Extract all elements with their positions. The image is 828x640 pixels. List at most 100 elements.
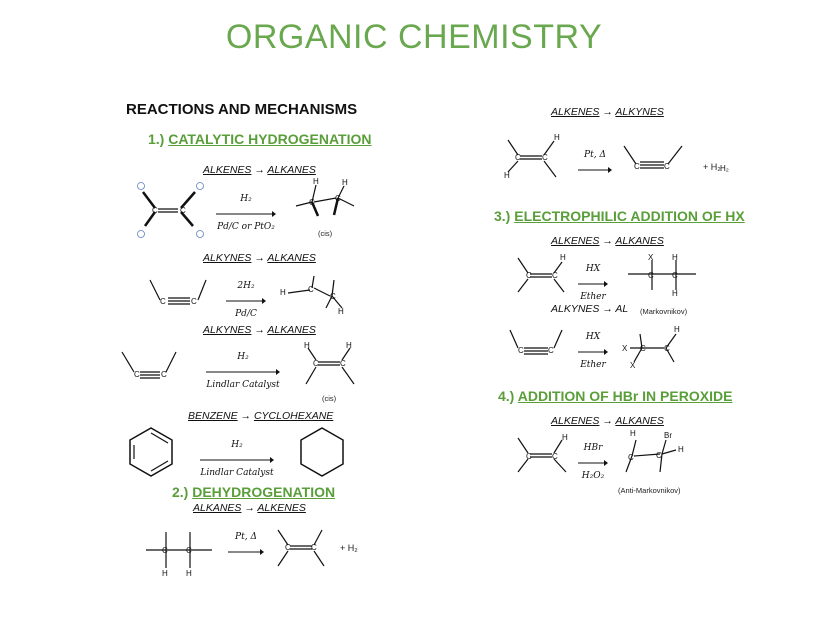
section-number: 2.) [172, 484, 189, 500]
reaction-arrow-4: H₂ Lindlar Catalyst [200, 440, 274, 478]
arrow-icon [206, 369, 280, 375]
cyclohexane-structure [300, 427, 344, 477]
atom-carbon: C [672, 271, 678, 280]
alkyne-structure [121, 351, 177, 379]
condition-top: 2H₂ [237, 281, 255, 291]
reaction-arrow-7: HX Ether [578, 264, 608, 302]
arrow-glyph: → [254, 324, 265, 336]
dihalide-structure [630, 333, 677, 363]
atom-carbon: C [515, 153, 521, 162]
arrow-icon [578, 349, 608, 355]
regio-note: (Markovnikov) [640, 307, 688, 316]
reaction-header-7: ALKENES → ALKANES [551, 235, 664, 247]
atom-hydrogen: H [562, 433, 568, 442]
regio-note: (Anti-Markovnikov) [618, 486, 681, 495]
atom-carbon: C [648, 271, 654, 280]
product-class: ALKANES [267, 324, 316, 336]
alkene-structure [305, 347, 355, 385]
section-title: ELECTROPHILIC ADDITION OF HX [514, 208, 745, 224]
reactant-class: ALKENES [551, 235, 600, 247]
reactant-class: ALKENES [551, 415, 600, 427]
atom-carbon: C [664, 162, 670, 171]
condition-top: HX [585, 264, 601, 274]
atom-carbon: C [330, 292, 336, 301]
atom-carbon: C [552, 452, 558, 461]
reaction-arrow-1: H₂ Pd/C or PtO₂ [216, 194, 276, 232]
atom-carbon: C [656, 451, 662, 460]
section-heading-3: 3.) ELECTROPHILIC ADDITION OF HX [494, 208, 745, 224]
arrow-glyph: → [602, 415, 613, 427]
atom-carbon: C [309, 198, 315, 207]
product-class: CYCLOHEXANE [253, 410, 334, 422]
section-heading-4: 4.) ADDITION OF HBr IN PEROXIDE [498, 388, 732, 404]
product-class: ALKANES [267, 252, 316, 264]
reaction-header-4: BENZENE → CYCLOHEXANE [188, 410, 333, 422]
atom-carbon: C [518, 346, 524, 355]
arrow-glyph: → [602, 106, 613, 118]
arrow-icon [216, 211, 276, 217]
arrow-glyph: → [254, 164, 265, 176]
arrow-glyph: → [244, 502, 255, 514]
section-title: DEHYDROGENATION [192, 484, 336, 500]
atom-halogen: X [622, 344, 628, 353]
alkane-structure [295, 184, 355, 217]
atom-carbon: C [134, 370, 140, 379]
atom-hydrogen: H [560, 253, 566, 262]
atom-hydrogen: H [504, 171, 510, 180]
atom-carbon: C [308, 285, 314, 294]
reaction-arrow-2: 2H₂ Pd/C [226, 281, 266, 319]
condition-bottom: Lindlar Catalyst [206, 380, 280, 390]
reaction-arrow-6: Pt, Δ [578, 150, 612, 178]
atom-carbon: C [526, 271, 532, 280]
condition-top: HBr [583, 443, 603, 453]
atom-carbon: C [340, 359, 346, 368]
atom-carbon: C [335, 194, 341, 203]
atom-carbon: C [313, 359, 319, 368]
section-number: 1.) [148, 131, 165, 147]
alkyne-structure [623, 145, 683, 169]
condition-bottom: Ether [580, 292, 606, 302]
reaction-arrow-3: H₂ Lindlar Catalyst [206, 352, 280, 390]
reaction-header-2: ALKYNES → ALKANES [203, 252, 316, 264]
alkyne-structure [509, 329, 563, 355]
atom-hydrogen: H [678, 445, 684, 454]
atom-hydrogen: H [672, 253, 678, 262]
atom-carbon: C [640, 344, 646, 353]
page-title: ORGANIC CHEMISTRY [225, 18, 603, 56]
reaction-header-3: ALKYNES → ALKANES [203, 324, 316, 336]
arrow-icon [226, 298, 266, 304]
arrow-glyph: → [254, 252, 265, 264]
condition-bottom: Pd/C or PtO₂ [217, 222, 275, 232]
atom-bromine: Br [664, 431, 672, 440]
condition-top: Pt, Δ [235, 532, 257, 542]
alkane-structure [287, 275, 343, 309]
alkene-structure [517, 257, 565, 293]
alkene-structure [277, 529, 325, 567]
atom-hydrogen: H [186, 569, 192, 578]
section-title: ADDITION OF HBr IN PEROXIDE [517, 388, 733, 404]
reactant-class: ALKYNES [551, 303, 600, 315]
section-number: 3.) [494, 208, 511, 224]
condition-top: Pt, Δ [584, 150, 606, 160]
section-heading-1: 1.) CATALYTIC HYDROGENATION [148, 131, 372, 147]
atom-carbon: C [526, 452, 532, 461]
atom-hydrogen: H [313, 177, 319, 186]
product-class: ALKANES [615, 235, 664, 247]
section-title: CATALYTIC HYDROGENATION [168, 131, 372, 147]
product-class: ALKYNES [615, 106, 664, 118]
atom-hydrogen: H [338, 307, 344, 316]
condition-top: H₂ [231, 440, 243, 450]
reactant-class: ALKYNES [203, 252, 252, 264]
reaction-arrow-5: Pt, Δ [228, 532, 264, 560]
atom-hydrogen: H [162, 569, 168, 578]
atom-carbon: C [628, 453, 634, 462]
atom-hydrogen: H₂ [720, 164, 729, 173]
reactant-class: ALKENES [203, 164, 252, 176]
condition-bottom: Pd/C [235, 309, 257, 319]
alkane-structure [628, 260, 696, 290]
condition-bottom: Ether [580, 360, 606, 370]
condition-top: H₂ [237, 352, 249, 362]
stereo-note: (cis) [318, 229, 333, 238]
atom-carbon: C [548, 346, 554, 355]
